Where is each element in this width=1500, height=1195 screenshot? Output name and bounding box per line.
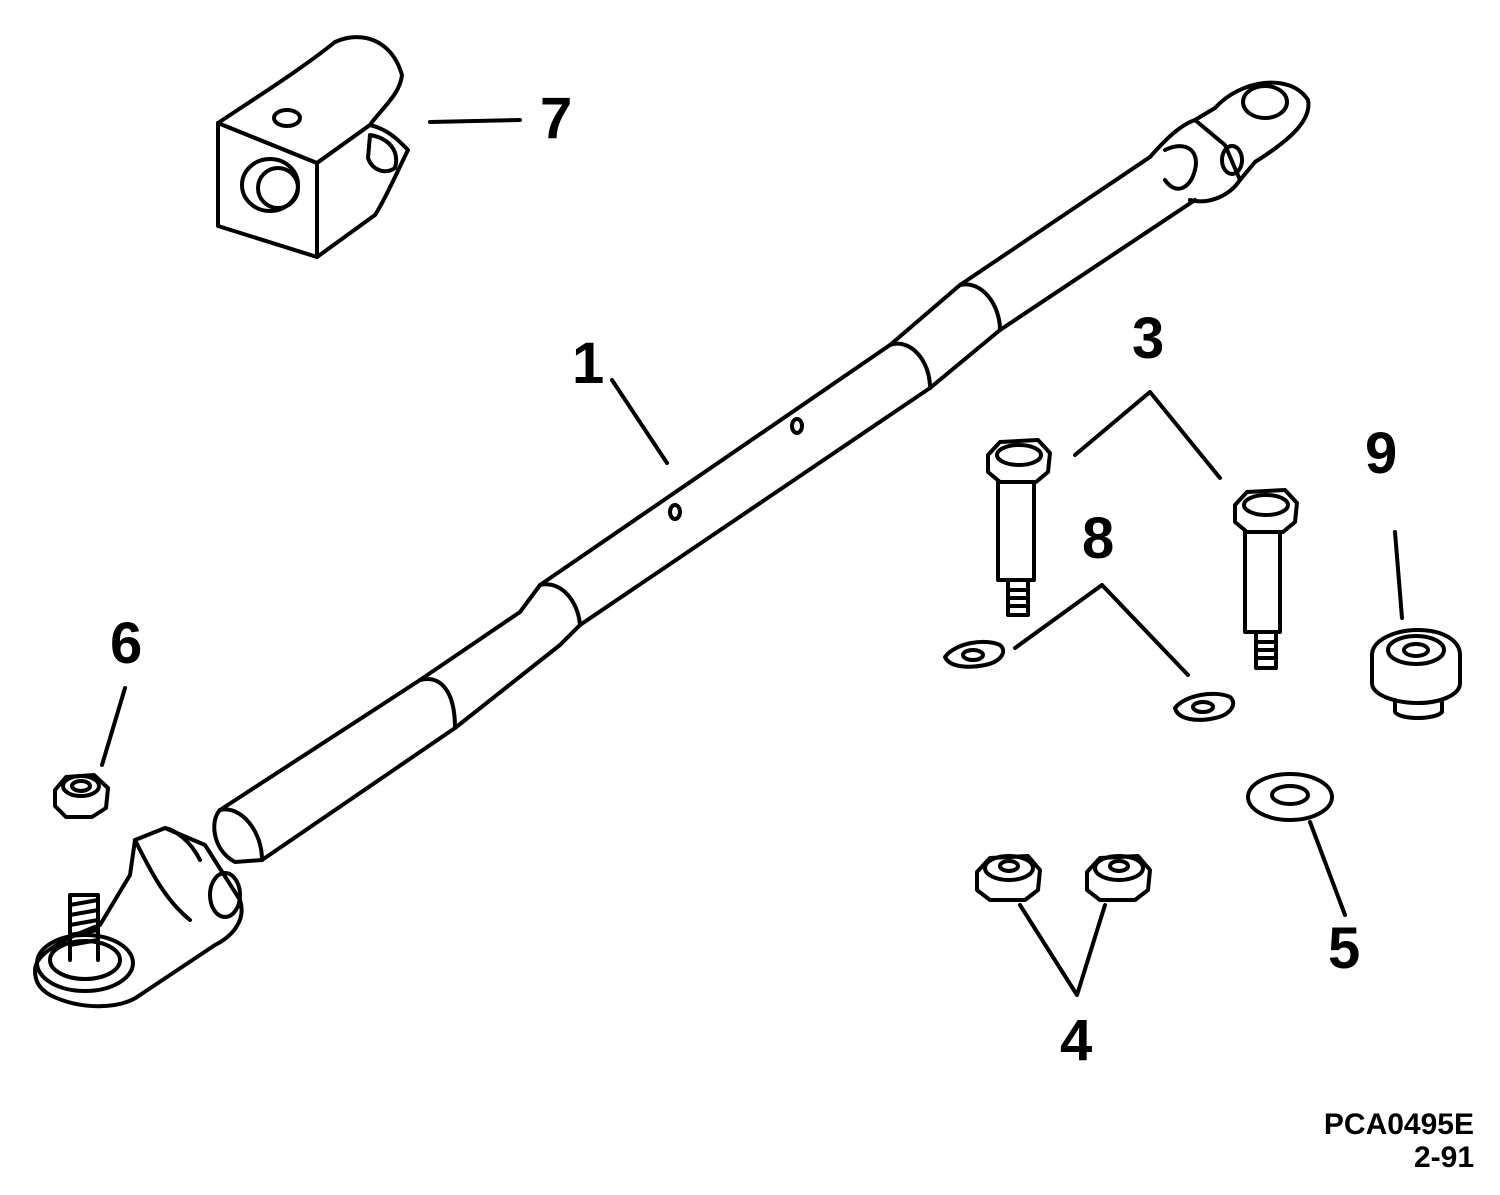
wave-washer-right-part <box>1173 691 1236 722</box>
bushing-part <box>1370 530 1462 720</box>
callout-6: 6 <box>110 611 143 676</box>
upper-rod-end-part <box>1148 80 1311 204</box>
drawing-code-id: PCA0495E <box>1323 1108 1474 1141</box>
hex-nut-right-part <box>1085 854 1152 902</box>
callout-4: 4 <box>1060 1008 1093 1073</box>
bolt-right-part <box>1233 488 1299 670</box>
lower-rod-end-part <box>33 808 264 1009</box>
link-rod-part <box>218 155 1197 862</box>
callout-1: 1 <box>572 331 605 396</box>
locknut-part <box>53 686 127 819</box>
flat-washer-part <box>1246 772 1347 917</box>
hex-nut-left-part <box>975 854 1042 902</box>
clevis-block-part <box>216 35 522 259</box>
bolt-left-part <box>986 438 1052 617</box>
callout-7: 7 <box>540 86 573 151</box>
wave-washer-left-part <box>943 639 1006 669</box>
drawing-code-date: 2-91 <box>1413 1141 1474 1174</box>
callout-3: 3 <box>1132 306 1165 371</box>
callout-9: 9 <box>1365 421 1398 486</box>
callout-8: 8 <box>1082 506 1115 571</box>
callout-5: 5 <box>1328 916 1361 981</box>
